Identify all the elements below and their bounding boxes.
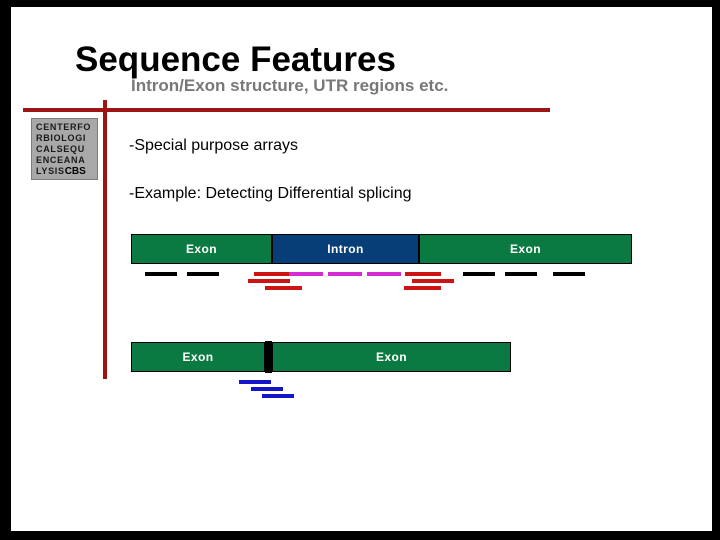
- page-title: Sequence Features: [75, 40, 396, 79]
- gene-segment-exon: Exon: [272, 342, 511, 372]
- probe-mark: [251, 387, 283, 391]
- gene-segment-exon: Exon: [131, 234, 272, 264]
- logo-line: CALSEQU: [36, 144, 85, 154]
- probe-mark: [367, 272, 401, 276]
- gene-segment-exon: Exon: [131, 342, 265, 372]
- probe-mark: [404, 286, 441, 290]
- gene-segment-exon: Exon: [419, 234, 632, 264]
- bullet-item: -Special purpose arrays: [129, 137, 298, 154]
- probe-mark: [553, 272, 585, 276]
- probe-mark: [248, 279, 290, 283]
- logo-line-text: LYSIS: [36, 166, 65, 176]
- logo-mark: CBS: [64, 166, 86, 177]
- horizontal-accent-rule: [23, 108, 550, 112]
- probe-mark: [254, 272, 290, 276]
- logo-line: CENTERFO: [36, 122, 92, 132]
- probe-mark: [145, 272, 177, 276]
- cbs-logo: CENTERFO RBIOLOGI CALSEQU ENCEANA LYSISC…: [31, 118, 98, 180]
- gene-segment-label: Exon: [510, 242, 541, 256]
- probe-mark: [239, 380, 271, 384]
- gene-segment-label: Intron: [327, 242, 364, 256]
- probe-mark: [187, 272, 219, 276]
- gene-segment-intron: Intron: [272, 234, 419, 264]
- exon-junction-marker: [265, 341, 272, 373]
- probe-mark: [463, 272, 495, 276]
- probe-mark: [328, 272, 362, 276]
- vertical-accent-rule: [103, 100, 107, 379]
- logo-line: ENCEANA: [36, 155, 86, 165]
- page-subtitle: Intron/Exon structure, UTR regions etc.: [131, 76, 449, 95]
- probe-mark: [265, 286, 302, 290]
- gene-segment-label: Exon: [186, 242, 217, 256]
- logo-line: RBIOLOGI: [36, 133, 87, 143]
- bullet-item: -Example: Detecting Differential splicin…: [129, 185, 412, 202]
- probe-mark: [505, 272, 537, 276]
- probe-mark: [412, 279, 454, 283]
- probe-mark: [289, 272, 323, 276]
- probe-mark: [262, 394, 294, 398]
- gene-segment-label: Exon: [182, 350, 214, 364]
- probe-mark: [405, 272, 441, 276]
- logo-line-last: LYSISCBS: [36, 166, 97, 177]
- gene-segment-label: Exon: [376, 350, 407, 364]
